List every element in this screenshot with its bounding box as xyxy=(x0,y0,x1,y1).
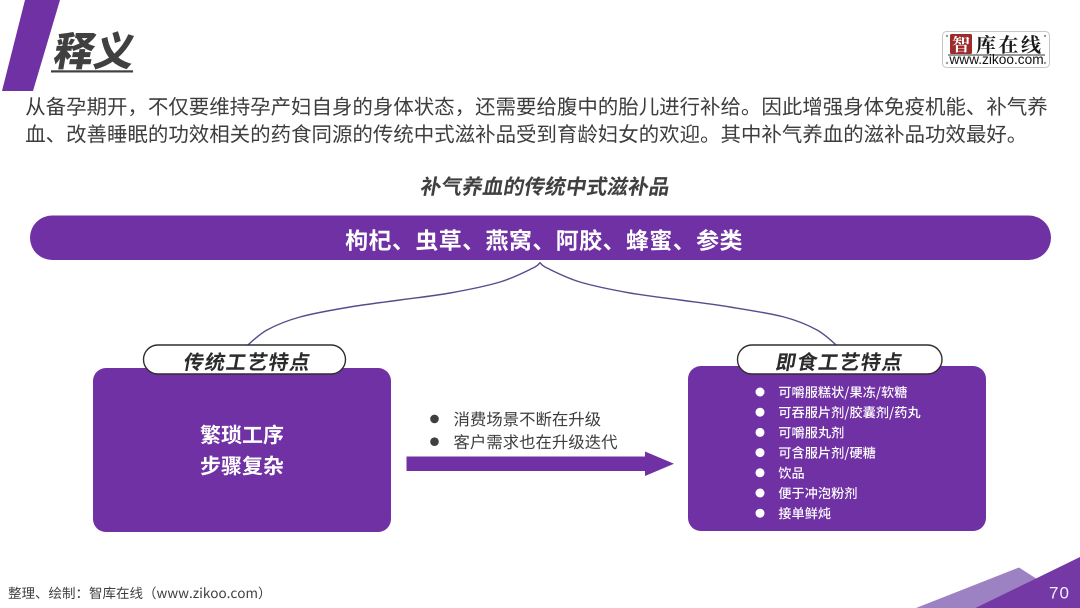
svg-text:70: 70 xyxy=(1049,584,1070,603)
svg-text:www.zikoo.com: www.zikoo.com xyxy=(948,52,1043,67)
